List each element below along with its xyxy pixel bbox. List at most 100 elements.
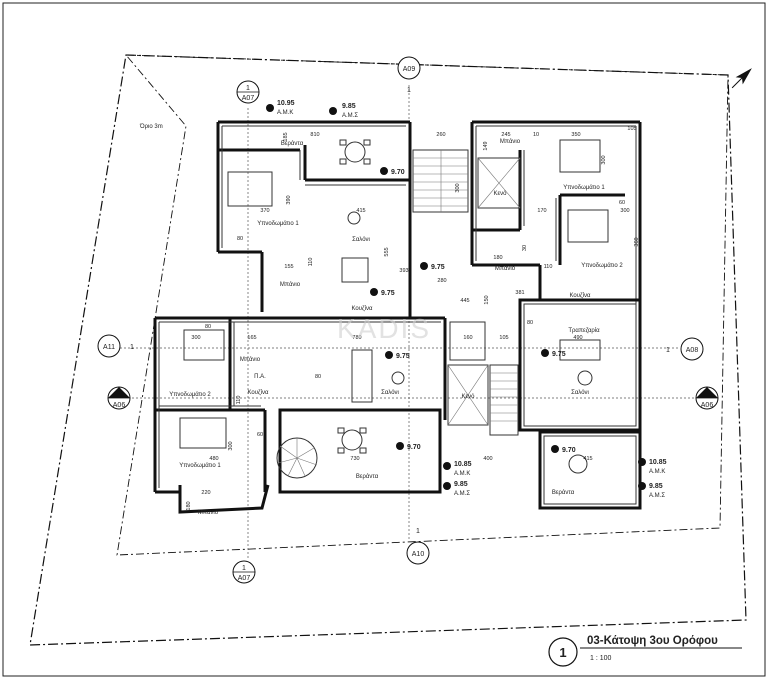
dim-9: 390 bbox=[286, 195, 292, 204]
level-marker-11: 9.85 Α.Μ.Σ bbox=[443, 481, 470, 497]
dim-21: 280 bbox=[437, 278, 446, 284]
dim-38: 730 bbox=[350, 456, 359, 462]
level-l2-tag: Α.Μ.Σ bbox=[342, 113, 358, 119]
dim-14: 170 bbox=[537, 208, 546, 214]
dim-12: 300 bbox=[601, 155, 607, 164]
walls-apartment-d bbox=[518, 298, 642, 510]
grid-ref-a08: A08 bbox=[686, 347, 699, 354]
room-balcony-b: Βεράντα bbox=[552, 489, 575, 496]
room-balcony-top: Βεράντα bbox=[281, 140, 304, 147]
dim-25: 381 bbox=[515, 290, 524, 296]
room-balcony-c: Βεράντα bbox=[356, 473, 379, 480]
dim-36: 300 bbox=[228, 441, 234, 450]
level-marker-7: 9.75 bbox=[541, 349, 566, 358]
level-l12: 9.70 bbox=[562, 447, 576, 454]
level-l11: 9.85 bbox=[454, 481, 468, 488]
dim-7: 105 bbox=[627, 126, 636, 132]
dim-35: 480 bbox=[209, 456, 218, 462]
walls-apartment-a bbox=[216, 120, 412, 318]
dim-3: 260 bbox=[436, 132, 445, 138]
dim-10: 415 bbox=[356, 208, 365, 214]
grid-bubble-a07-top: 1 A07 bbox=[236, 80, 260, 104]
room-living-b: Σαλόνι bbox=[571, 389, 589, 396]
level-marker-3: 9.70 bbox=[380, 167, 405, 176]
dim-27: 300 bbox=[191, 335, 200, 341]
dim-20: 393 bbox=[399, 268, 408, 274]
level-l1-tag: Α.Μ.Κ bbox=[277, 110, 293, 116]
dim-45: 80 bbox=[527, 320, 533, 326]
dim-26: 180 bbox=[493, 255, 502, 261]
dim-6: 350 bbox=[571, 132, 580, 138]
dim-46: 149 bbox=[483, 141, 489, 150]
grid-ref-a06-right: A06 bbox=[701, 402, 714, 409]
grid-ref-a11-sheet: 1 bbox=[130, 344, 134, 351]
dim-22: 110 bbox=[544, 264, 553, 270]
grid-ref-a07-top-sheet: 1 bbox=[246, 85, 250, 92]
sofa-living-c bbox=[351, 349, 373, 403]
stair-mid-treads bbox=[490, 372, 518, 422]
drawing-scale: 1 : 100 bbox=[590, 655, 612, 662]
level-marker-1: 10.95 Α.Μ.Κ bbox=[266, 100, 295, 116]
dim-40: 415 bbox=[583, 456, 592, 462]
table-living-a bbox=[341, 211, 369, 283]
grid-ref-a09-sheet: 1 bbox=[407, 87, 411, 94]
shaft-mid-cross bbox=[447, 364, 489, 426]
dim-24: 150 bbox=[484, 295, 490, 304]
dim-29: 780 bbox=[352, 335, 361, 341]
dim-37: 60 bbox=[257, 432, 263, 438]
grid-bubble-a09: A09 1 bbox=[397, 56, 421, 94]
level-l6: 9.75 bbox=[396, 353, 410, 360]
room-bath-c2: Μπάνιο bbox=[198, 509, 219, 516]
grid-ref-a10: A10 bbox=[412, 551, 425, 558]
stair-top bbox=[412, 149, 469, 213]
grid-ref-a06-left: A06 bbox=[113, 402, 126, 409]
room-shaft-top: Κενό bbox=[493, 190, 507, 197]
room-dining-b: Τραπεζαρία bbox=[568, 328, 600, 334]
walls-apartment-d-inner bbox=[523, 303, 637, 505]
grid-ref-a08-sheet: 1 bbox=[666, 347, 670, 354]
grid-bubble-a10: A10 1 bbox=[406, 528, 430, 565]
dim-39: 400 bbox=[483, 456, 492, 462]
dim-16: 360 bbox=[634, 237, 640, 246]
room-kitchen-b: Κουζίνα bbox=[570, 293, 592, 299]
dim-47: 30 bbox=[522, 245, 528, 251]
walls-apartment-c bbox=[153, 316, 447, 494]
level-l13-tag: Α.Μ.Κ bbox=[649, 469, 665, 475]
room-bath-c: Μπάνιο bbox=[240, 356, 261, 363]
room-living-a: Σαλόνι bbox=[352, 236, 370, 243]
room-bedroom1-a: Υπνοδωμάτιο 1 bbox=[257, 220, 299, 227]
dim-18: 110 bbox=[308, 258, 314, 267]
level-l5: 9.75 bbox=[381, 290, 395, 297]
dim-23: 445 bbox=[460, 298, 469, 304]
walls-wc-bottom bbox=[178, 484, 270, 514]
room-bedroom1-c: Υπνοδωμάτιο 1 bbox=[179, 462, 221, 469]
bed-apartment-b-1 bbox=[559, 139, 601, 173]
room-wc-top: Μπάνιο bbox=[500, 138, 521, 145]
room-living-c: Σαλόνι bbox=[381, 389, 399, 396]
shaft-mid bbox=[447, 364, 489, 426]
walls-apartment-b-inner bbox=[475, 125, 637, 314]
shaft-top-cross bbox=[477, 157, 521, 209]
grid-ref-a07-bottom: A07 bbox=[238, 575, 251, 582]
bed-apartment-c-1 bbox=[179, 417, 227, 449]
table-dining-b bbox=[559, 339, 601, 386]
level-l10: 10.85 bbox=[454, 461, 472, 468]
level-l13: 10.85 bbox=[649, 459, 667, 466]
level-l14-tag: Α.Μ.Σ bbox=[649, 493, 665, 499]
grid-bubble-a06-left: A06 bbox=[107, 386, 131, 410]
level-marker-5: 9.75 bbox=[370, 288, 395, 297]
room-bath-b: Μπάνιο bbox=[495, 265, 516, 272]
dim-1: 185 bbox=[283, 132, 289, 141]
level-l7: 9.75 bbox=[552, 351, 566, 358]
dim-44: 60 bbox=[619, 200, 625, 206]
bed-apartment-a bbox=[227, 171, 273, 207]
north-arrow-icon bbox=[731, 68, 752, 89]
dim-8: 370 bbox=[260, 208, 269, 214]
boundary-label: Όριο 3m bbox=[139, 124, 163, 130]
level-marker-4: 9.75 bbox=[420, 262, 445, 271]
dim-31: 105 bbox=[499, 335, 508, 341]
level-l11-tag: Α.Μ.Σ bbox=[454, 491, 470, 497]
